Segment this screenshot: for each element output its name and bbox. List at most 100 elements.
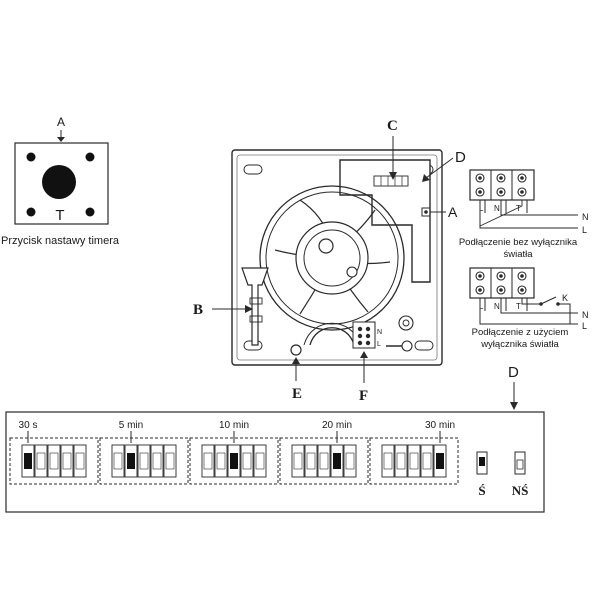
dip-switch-knob-on xyxy=(333,453,341,469)
dip-panel-frame xyxy=(5,411,545,513)
cable-loop xyxy=(309,327,355,346)
dip-switch-knob-off xyxy=(409,452,419,470)
terminal-n-mark: N xyxy=(377,329,382,336)
wiring-bottom-caption-2: wyłącznika światła xyxy=(480,339,559,350)
line-l-label: L xyxy=(582,321,587,331)
timer-corner-dot-tl xyxy=(26,152,36,162)
dip-group-label: 30 min xyxy=(425,420,455,431)
timer-t-label: T xyxy=(55,207,64,224)
terminal-l: L xyxy=(479,204,484,213)
impeller-hub-inner xyxy=(303,229,361,287)
dip-switch-knob-off xyxy=(75,452,85,470)
dip-group-label: 10 min xyxy=(219,420,249,431)
wire-t xyxy=(521,298,540,305)
terminal-t: T xyxy=(516,204,521,213)
fan-callouts: C D A B E F xyxy=(193,118,466,404)
dip-switch-knob-on xyxy=(436,453,444,469)
timer-pointer-arrowhead xyxy=(57,137,65,142)
timer-pointer-label: A xyxy=(57,115,65,129)
dip-group-label: 5 min xyxy=(119,420,143,431)
dip-switch-knob-off xyxy=(242,452,252,470)
callout-d-line xyxy=(425,157,454,179)
cable-latch xyxy=(241,267,269,346)
terminal-t: T xyxy=(516,302,521,311)
dip-group-frame xyxy=(279,437,369,485)
dip-switch-knob-off xyxy=(383,452,393,470)
dip-switch-knob-on xyxy=(230,453,238,469)
terminal-l-mark: L xyxy=(377,341,381,348)
fan-housing-inner xyxy=(236,154,438,361)
cable-gland xyxy=(398,315,414,331)
dip-panel-pointer-label: D xyxy=(508,364,519,381)
impeller-outer-ring xyxy=(259,185,405,331)
dip-switch-knob-off xyxy=(345,452,355,470)
dip-group-frame xyxy=(189,437,279,485)
hub-bolt xyxy=(318,238,334,254)
dip-switch-knob-off xyxy=(306,452,316,470)
dip-switch-knob-on xyxy=(127,453,135,469)
wiring-top-caption-1: Podłączenie bez wyłącznika xyxy=(459,237,578,248)
mount-slot-tl xyxy=(243,164,263,175)
wiring-bottom-caption-1: Podłączenie z użyciem xyxy=(472,327,569,338)
dip-switch-knob-off xyxy=(152,452,162,470)
terminal-l: L xyxy=(479,302,484,311)
timer-corner-dot-bl xyxy=(26,207,36,217)
label-d-top: D xyxy=(455,149,466,166)
wire-t-bridge xyxy=(479,200,523,227)
dip-switch-knob-off xyxy=(203,452,213,470)
dip-switch-knob-off xyxy=(319,452,329,470)
terminal-block xyxy=(352,321,376,349)
dip-switch-knob-off xyxy=(139,452,149,470)
mount-slot-br xyxy=(414,340,434,351)
impeller-hub xyxy=(295,221,369,295)
mode-s-label: Ś xyxy=(478,483,485,498)
wiring-top-caption-2: światła xyxy=(503,249,533,260)
timer-push-button xyxy=(42,165,76,199)
label-f: F xyxy=(359,388,368,404)
label-b: B xyxy=(193,302,203,318)
dip-group-label: 30 s xyxy=(19,420,38,431)
mode-switch-ns-knob xyxy=(516,459,524,470)
dip-group-label: 20 min xyxy=(322,420,352,431)
dip-switch-panel: D 30 s 5 min 10 min 20 min 30 min Ś NŚ xyxy=(5,364,545,513)
light-switch xyxy=(540,296,557,305)
label-e: E xyxy=(292,386,302,402)
mode-switch-s-knob xyxy=(479,457,485,466)
terminal-n: N xyxy=(494,204,500,213)
dip-switch-knob-off xyxy=(216,452,226,470)
wire-l xyxy=(479,298,578,325)
timer-corner-dot-br xyxy=(85,207,95,217)
hub-bolt xyxy=(346,266,358,278)
wire-l xyxy=(479,200,578,229)
terminal-n: N xyxy=(494,302,500,311)
wire-n xyxy=(500,200,578,216)
switch-k-label: K xyxy=(562,293,568,303)
label-c: C xyxy=(387,118,398,134)
dip-switch-groups: 30 s 5 min 10 min 20 min 30 min xyxy=(9,420,459,485)
timer-button-caption: Przycisk nastawy timera xyxy=(1,235,120,247)
dip-switch-knob-on xyxy=(24,453,32,469)
dip-switch-knob-off xyxy=(36,452,46,470)
dip-switch-knob-off xyxy=(396,452,406,470)
dip-group-frame xyxy=(99,437,189,485)
fan-housing-diagram: N L xyxy=(231,149,443,366)
line-n-label: N xyxy=(582,310,589,320)
indicator-e xyxy=(290,344,302,356)
timer-button-diagram: A T Przycisk nastawy timera xyxy=(1,115,120,247)
mode-ns-label: NŚ xyxy=(512,483,529,498)
dip-switch-knob-off xyxy=(293,452,303,470)
line-l-label: L xyxy=(582,225,587,235)
dip-switch-knob-off xyxy=(113,452,123,470)
dip-switch-knob-off xyxy=(255,452,265,470)
dip-switch-knob-off xyxy=(62,452,72,470)
dip-switch-knob-off xyxy=(165,452,175,470)
dip-group-frame xyxy=(9,437,99,485)
dip-group-frame xyxy=(369,437,459,485)
wire-n xyxy=(500,298,578,314)
timer-corner-dot-tr xyxy=(85,152,95,162)
label-a-fan: A xyxy=(448,204,458,220)
dip-switch-knob-off xyxy=(422,452,432,470)
clamp-screw xyxy=(401,340,413,352)
wiring-without-switch: L N T N L Podłączenie bez wyłącznika świ… xyxy=(459,169,589,260)
